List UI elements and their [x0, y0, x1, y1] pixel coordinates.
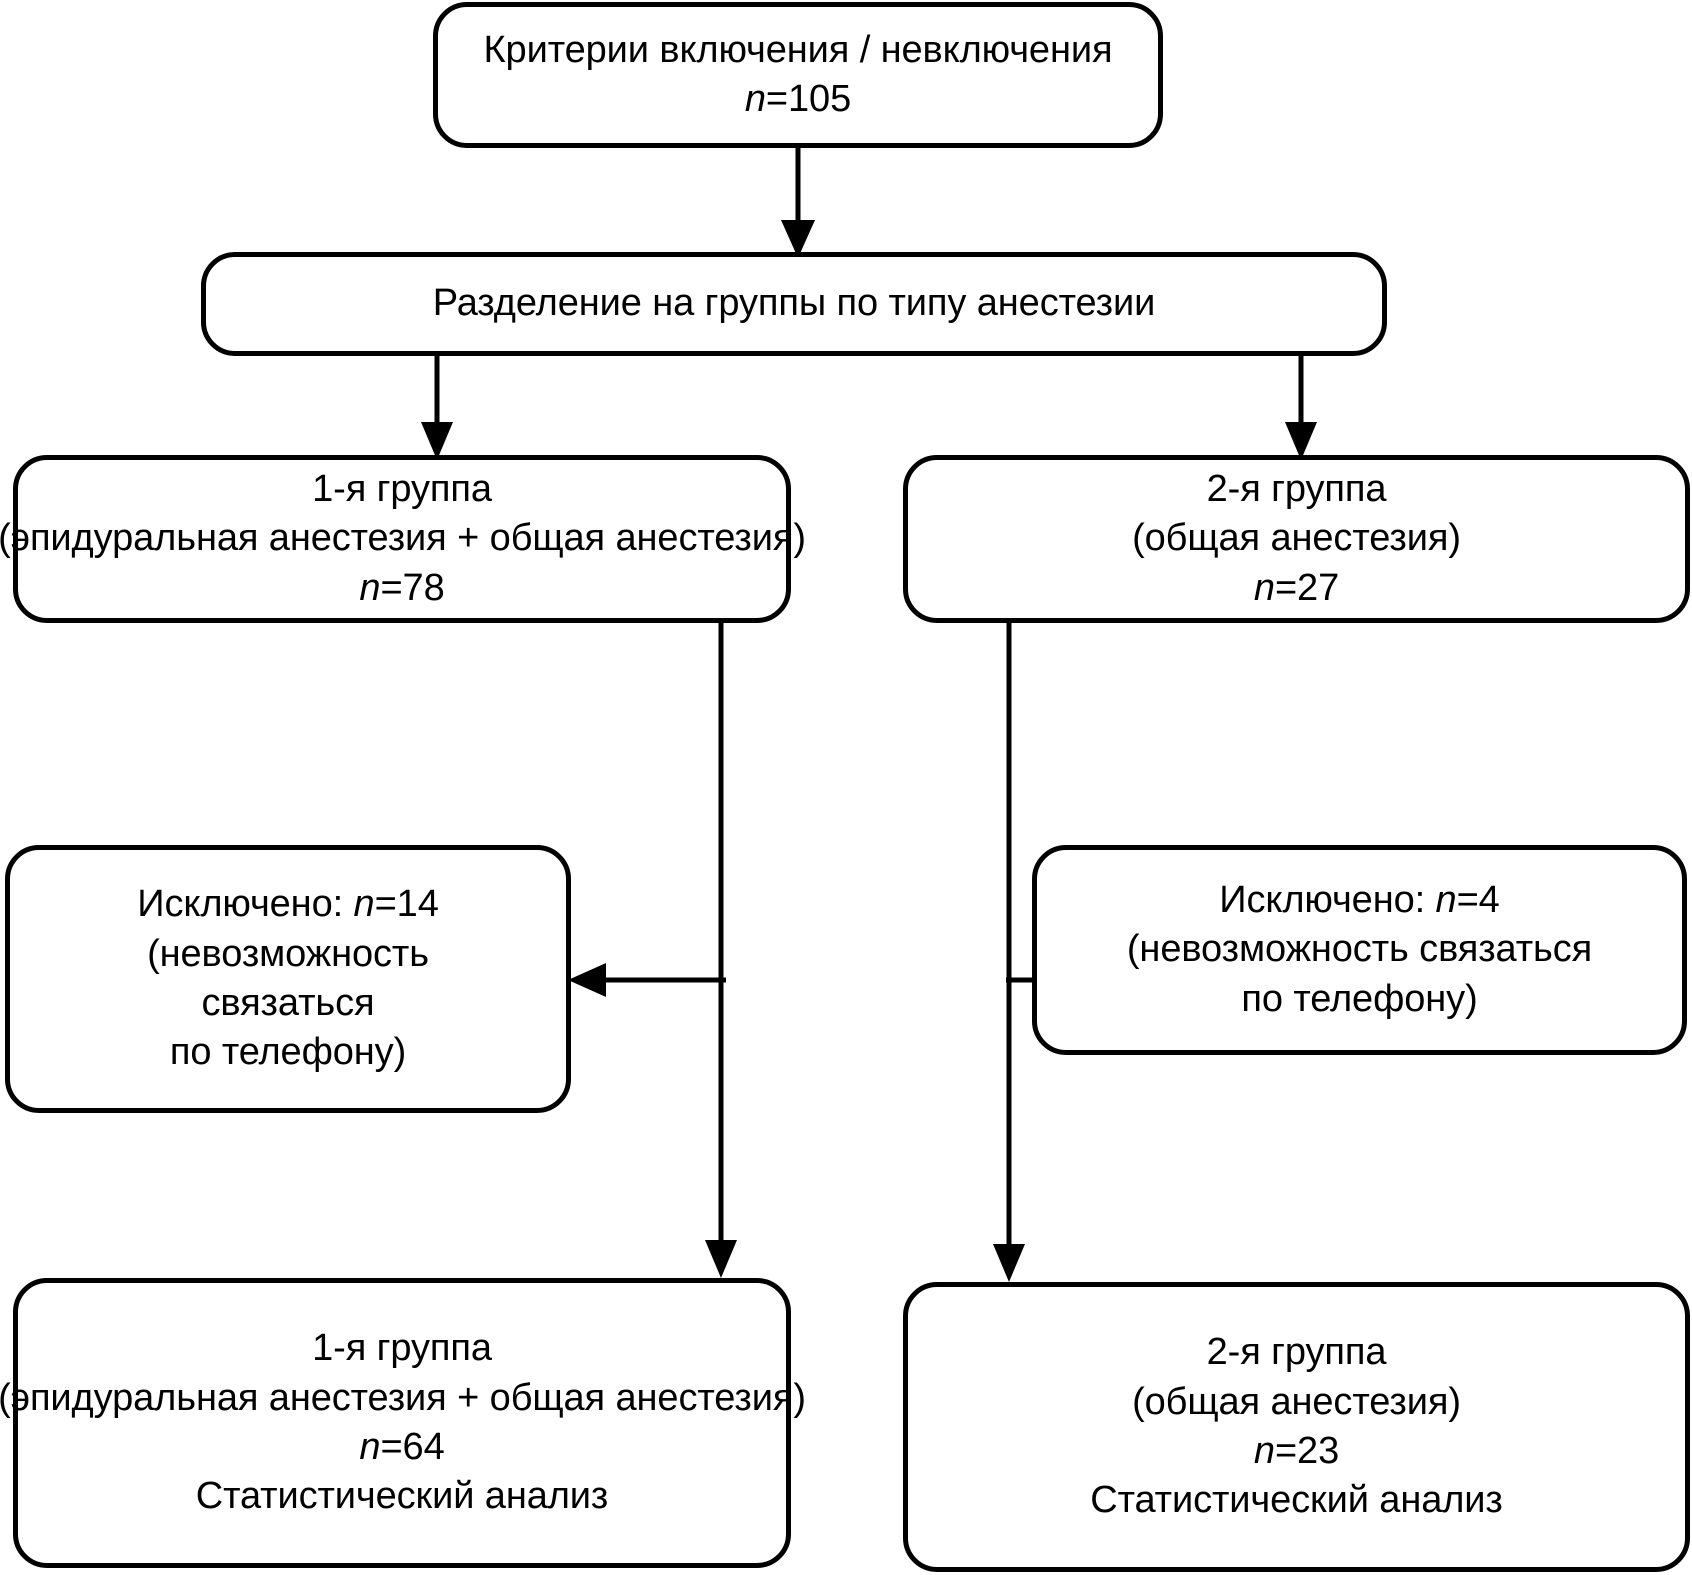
final1-n-value: =64	[380, 1426, 445, 1468]
node-group1-allocated[interactable]: 1-я группа (эпидуральная анестезия + общ…	[0, 455, 806, 623]
node-excluded-group1[interactable]: Исключено: n=14 (невозможность связаться…	[5, 845, 571, 1113]
excluded2-reason-line2: по телефону)	[1241, 977, 1478, 1020]
inclusion-n-variable: n	[744, 78, 766, 120]
connector-group1-to-excluded1	[560, 958, 726, 1002]
group2-n-variable: n	[1253, 566, 1275, 609]
excluded2-n-variable: n	[1435, 878, 1457, 921]
excluded1-count-line: Исключено: n=14	[137, 880, 439, 929]
final1-description: (эпидуральная анестезия + общая анестези…	[0, 1376, 806, 1419]
excluded2-n-value: =4	[1456, 878, 1500, 921]
excluded1-reason-line2: связаться	[201, 982, 375, 1024]
node-inclusion-criteria[interactable]: Критерии включения / невключения n=105	[433, 2, 1163, 148]
connector-group2-to-final2	[980, 618, 1040, 1286]
group2-n-value: =27	[1274, 566, 1340, 609]
final2-description: (общая анестезия)	[1132, 1380, 1461, 1423]
inclusion-n-value: =105	[765, 78, 852, 120]
final2-n-value: =23	[1274, 1430, 1340, 1472]
excluded2-count-line: Исключено: n=4	[1219, 876, 1500, 925]
group1-n-variable: n	[359, 566, 381, 609]
group1-description: (эпидуральная анестезия + общая анестези…	[0, 517, 806, 560]
node-final-group2[interactable]: 2-я группа (общая анестезия) n=23 Статис…	[903, 1282, 1690, 1572]
excluded1-label: Исключено:	[137, 883, 354, 926]
allocation-text: Разделение на группы по типу анестезии	[432, 282, 1156, 325]
group1-n-value: =78	[380, 566, 445, 609]
node-allocation[interactable]: Разделение на группы по типу анестезии	[201, 252, 1387, 356]
connector-inclusion-to-allocation	[768, 146, 828, 262]
excluded2-reason-line1: (невозможность связаться	[1126, 928, 1593, 971]
node-group2-allocated[interactable]: 2-я группа (общая анестезия) n=27	[903, 455, 1690, 623]
excluded1-n-value: =14	[374, 883, 439, 926]
final2-n-variable: n	[1253, 1430, 1275, 1472]
connector-allocation-to-group2	[1270, 352, 1332, 464]
group2-count: n=27	[1254, 564, 1339, 613]
final2-analysis: Статистический анализ	[1090, 1479, 1503, 1522]
connector-group1-to-final1	[692, 618, 752, 1282]
node-final-group1[interactable]: 1-я группа (эпидуральная анестезия + общ…	[0, 1278, 806, 1568]
final1-title: 1-я группа	[312, 1327, 492, 1370]
connector-allocation-to-group1	[406, 352, 468, 464]
group1-count: n=78	[359, 564, 444, 613]
final1-n-variable: n	[359, 1426, 381, 1468]
group2-description: (общая анестезия)	[1132, 517, 1461, 560]
final2-title: 2-я группа	[1206, 1331, 1387, 1374]
final1-analysis: Статистический анализ	[195, 1475, 609, 1518]
group1-title: 1-я группа	[312, 467, 492, 510]
excluded2-label: Исключено:	[1219, 878, 1436, 921]
node-excluded-group2[interactable]: Исключено: n=4 (невозможность связаться …	[1032, 845, 1687, 1055]
inclusion-criteria-count: n=105	[745, 75, 851, 124]
group2-title: 2-я группа	[1206, 467, 1387, 510]
inclusion-criteria-text: Критерии включения / невключения	[483, 28, 1113, 71]
excluded1-reason-line3: по телефону)	[169, 1031, 407, 1074]
final1-count: n=64	[359, 1423, 444, 1472]
excluded1-n-variable: n	[353, 883, 375, 926]
excluded1-reason-line1: (невозможность	[147, 932, 429, 975]
final2-count: n=23	[1254, 1427, 1339, 1476]
